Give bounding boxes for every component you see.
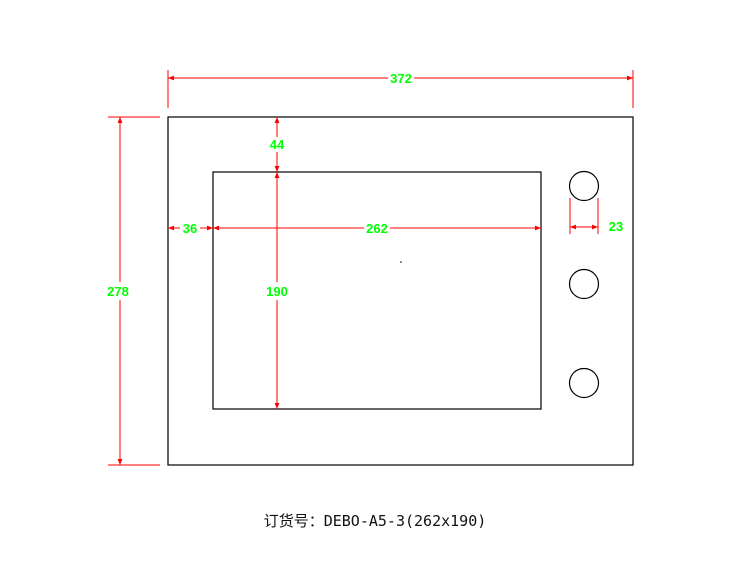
dimension-text-overall-width: 372 [390,71,412,86]
dimension-text-left-offset: 36 [183,221,197,236]
dimension-text-window-width: 262 [366,221,388,236]
order-number-caption: 订货号：DEBO-A5-3(262x190) [263,512,487,530]
knob-bottom [568,367,600,399]
dimension-text-window-height: 190 [266,284,288,299]
center-mark [400,261,402,263]
knob-top [568,170,600,202]
dimension-text-knob-diameter: 23 [609,219,623,234]
panel-outline [167,116,634,466]
knob-middle [568,268,600,300]
dimension-text-overall-height: 278 [107,284,129,299]
dimension-text-top-offset: 44 [270,137,285,152]
display-window-outline [212,171,542,410]
